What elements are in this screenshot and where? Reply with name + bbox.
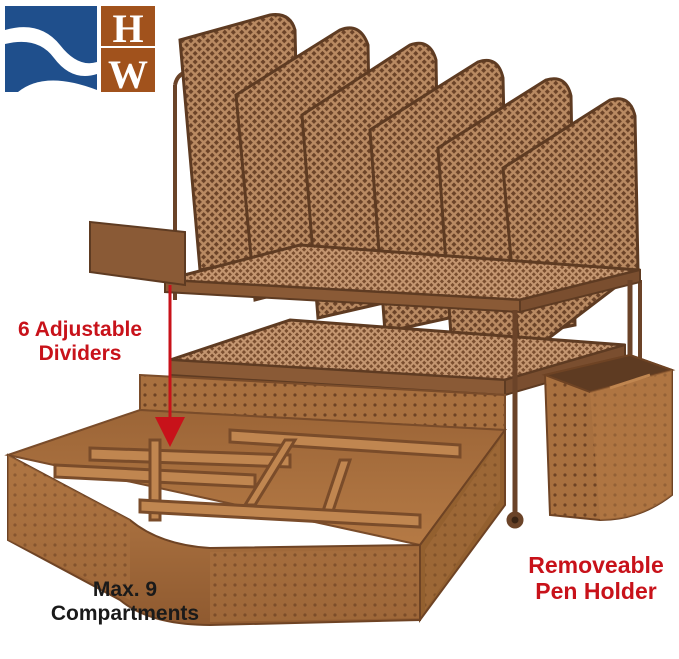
upper-mesh-tray — [164, 243, 641, 314]
logo-s-stripe-2 — [18, 80, 97, 92]
callout-adjustable-dividers: 6 Adjustable Dividers — [0, 318, 160, 366]
compartment-wall-2 — [88, 446, 292, 469]
compartment-wall-3 — [228, 428, 462, 459]
frame-legs — [506, 280, 633, 529]
callout-dividers-line2: Dividers — [38, 342, 122, 366]
pen-holder — [541, 353, 676, 522]
logo-letter-h: H — [112, 6, 143, 51]
logo-h-block — [101, 6, 155, 46]
callout-compartments: Max. 9 Compartments — [30, 578, 220, 626]
lower-mesh-tray — [169, 318, 626, 397]
logo-s-stripe — [5, 27, 97, 76]
drawer-organizer — [4, 373, 507, 627]
compartment-wall-7 — [138, 498, 422, 529]
callout-compartments-line1: Max. 9 — [92, 578, 158, 601]
callout-dividers-line1: 6 Adjustable — [17, 318, 143, 341]
callout-pen-line2: Pen Holder — [535, 578, 657, 605]
logo-w-block — [101, 48, 155, 92]
logo-letter-w: W — [108, 52, 148, 97]
brand-logo: S H W — [5, 6, 155, 97]
callout-pen-holder: Removeable Pen Holder — [510, 552, 679, 605]
label-plate — [89, 220, 186, 287]
callout-compartments-line2: Compartments — [50, 602, 200, 626]
callout-pen-line1: Removeable — [528, 552, 664, 578]
mesh-dividers — [178, 13, 640, 363]
